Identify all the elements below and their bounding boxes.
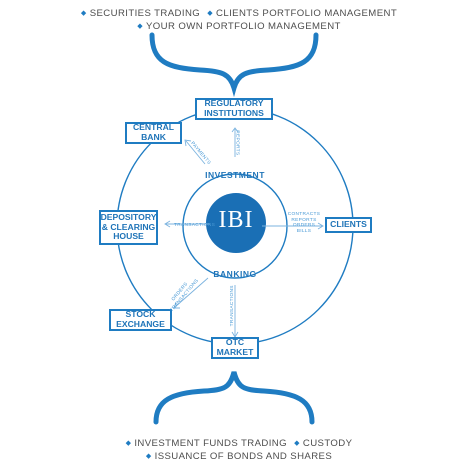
service-clients-portfolio: CLIENTS PORTFOLIO MANAGEMENT — [216, 8, 398, 19]
diamond-bullet-icon: ◆ — [145, 453, 152, 460]
diamond-bullet-icon: ◆ — [207, 10, 214, 17]
node-label-line: EXCHANGE — [116, 319, 165, 329]
top-services-line-2: ◆YOUR OWN PORTFOLIO MANAGEMENT — [0, 21, 474, 32]
node-label-line: & CLEARING — [101, 221, 156, 232]
node-label-line: INSTITUTIONS — [204, 108, 264, 118]
bottom-services-line-2: ◆ISSUANCE OF BONDS AND SHARES — [0, 451, 474, 462]
bottom-brace — [153, 371, 315, 425]
node-label-line: DEPOSITORY — [100, 212, 157, 223]
node-label-line: MARKET — [216, 347, 254, 357]
flow-label-line: BILLS — [296, 228, 312, 234]
node-label-line: CLIENTS — [330, 219, 367, 230]
service-issuance: ISSUANCE OF BONDS AND SHARES — [154, 451, 333, 462]
node-label-line: CENTRAL — [132, 122, 175, 133]
node-label-line: REGULATORY — [204, 98, 264, 109]
node-label-line: OTC — [225, 337, 245, 348]
flow-label-transactions-bottom: TRANSACTIONS — [229, 285, 235, 327]
diamond-bullet-icon: ◆ — [80, 10, 87, 17]
diamond-bullet-icon: ◆ — [294, 440, 300, 447]
flow-label-line: REPORTS — [291, 217, 317, 223]
node-label-line: STOCK — [125, 309, 156, 320]
node-label-line: HOUSE — [113, 231, 144, 242]
top-brace — [149, 32, 319, 98]
banking-label: BANKING — [213, 269, 257, 279]
top-services-line-1: ◆SECURITIES TRADING ◆CLIENTS PORTFOLIO M… — [0, 8, 474, 19]
node-label-line: BANK — [141, 132, 166, 142]
ibi-logo-text: IBI — [218, 207, 254, 233]
diamond-bullet-icon: ◆ — [125, 440, 132, 447]
flow-label-clients: CONTRACTS REPORTS ORDERS BILLS — [286, 212, 322, 234]
service-own-portfolio: YOUR OWN PORTFOLIO MANAGEMENT — [146, 21, 341, 32]
flow-label-transactions-left: TRANSACTIONS — [174, 223, 216, 228]
flow-label-reports: REPORTS — [234, 130, 240, 156]
flow-label-line: CONTRACTS — [287, 212, 321, 217]
service-investment-funds: INVESTMENT FUNDS TRADING — [134, 438, 287, 449]
bottom-services-line-1: ◆INVESTMENT FUNDS TRADING ◆CUSTODY — [0, 438, 474, 449]
diamond-bullet-icon: ◆ — [137, 23, 143, 30]
service-custody: CUSTODY — [302, 438, 353, 449]
flow-arrows — [164, 127, 324, 338]
flow-label-line: ORDERS — [292, 223, 316, 229]
ibi-logo-circle — [206, 193, 266, 253]
service-securities-trading: SECURITIES TRADING — [89, 8, 201, 19]
investment-label: INVESTMENT — [205, 170, 265, 180]
node-clients: CLIENTS — [325, 217, 372, 233]
